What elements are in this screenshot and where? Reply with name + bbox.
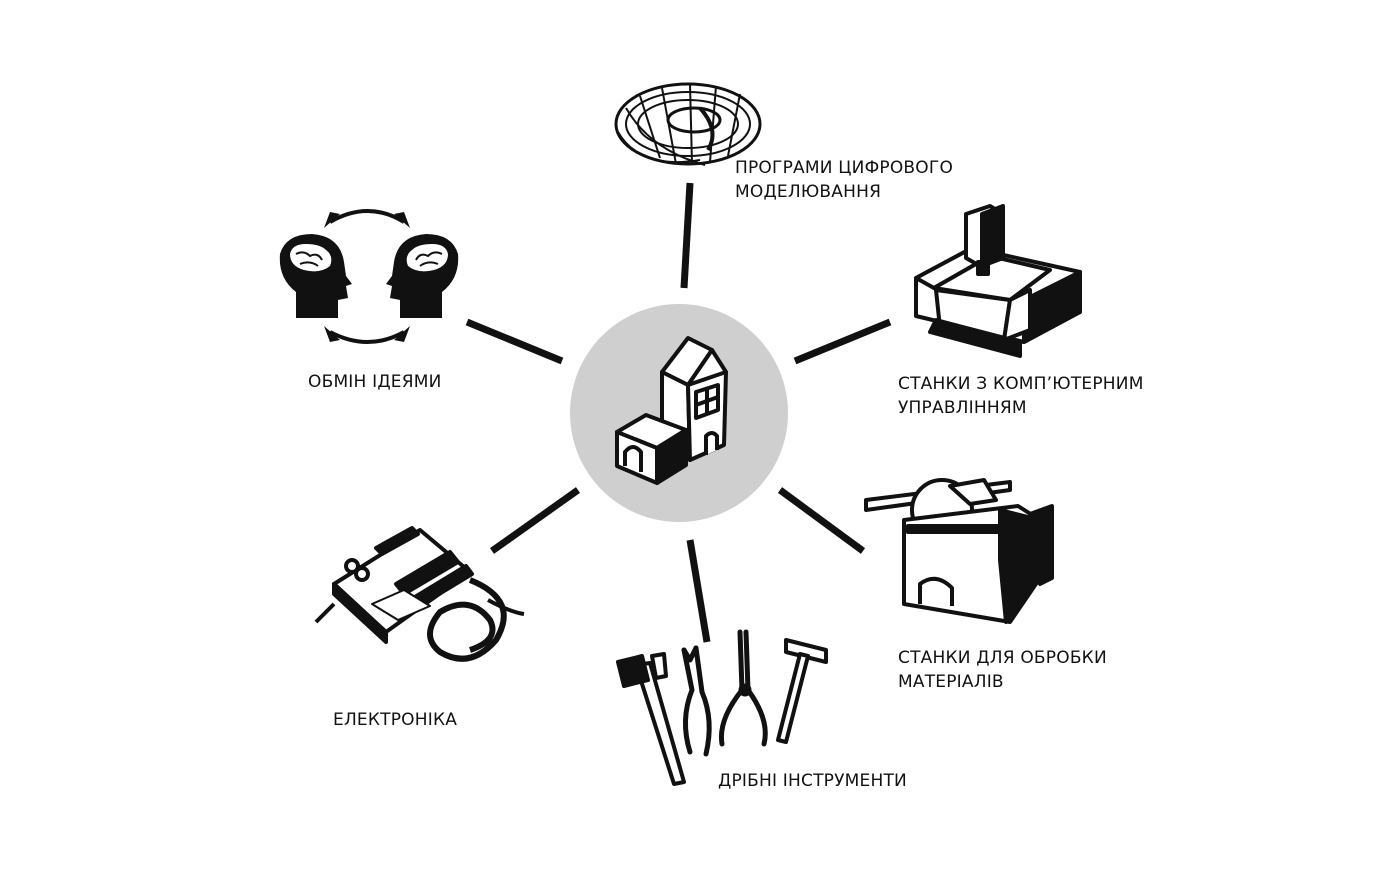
label-hand-tools: ДРІБНІ ІНСТРУМЕНТИ [718, 769, 907, 793]
cnc-machine-icon [914, 204, 1082, 358]
label-electronics-line-1: ЕЛЕКТРОНІКА [333, 710, 458, 730]
hand-tools-icon [616, 629, 828, 786]
label-digital-modeling-line-1: ПРОГРАМИ ЦИФРОВОГО [735, 158, 954, 178]
table-saw-icon [864, 478, 1054, 624]
label-cnc-machines-line-1: СТАНКИ З КОМП’ЮТЕРНИМ [898, 374, 1144, 394]
two-heads-exchange-icon [279, 209, 459, 344]
label-cnc-machines-line-2: УПРАВЛІННЯМ [898, 398, 1027, 418]
connector-cnc-machines [793, 318, 892, 365]
label-processing-machines-line-1: СТАНКИ ДЛЯ ОБРОБКИ [898, 648, 1107, 668]
label-idea-exchange-line-1: ОБМІН ІДЕЯМИ [308, 372, 442, 392]
connector-hand-tools [686, 539, 711, 643]
label-idea-exchange: ОБМІН ІДЕЯМИ [308, 370, 442, 394]
label-digital-modeling: ПРОГРАМИ ЦИФРОВОГО МОДЕЛЮВАННЯ [735, 156, 953, 204]
label-electronics: ЕЛЕКТРОНІКА [333, 708, 457, 732]
label-hand-tools-line-1: ДРІБНІ ІНСТРУМЕНТИ [718, 771, 907, 791]
label-digital-modeling-line-2: МОДЕЛЮВАННЯ [735, 182, 882, 202]
connector-digital-modeling [680, 182, 694, 289]
connector-electronics [489, 487, 581, 554]
connector-processing-machines [777, 487, 866, 554]
label-cnc-machines: СТАНКИ З КОМП’ЮТЕРНИМ УПРАВЛІННЯМ [898, 372, 1144, 420]
connector-idea-exchange [465, 318, 564, 365]
connector-lines [465, 182, 892, 643]
circuit-board-icon [314, 526, 525, 662]
label-processing-machines: СТАНКИ ДЛЯ ОБРОБКИ МАТЕРІАЛІВ [898, 646, 1107, 694]
hub [570, 304, 788, 522]
torus-wireframe-icon [614, 82, 762, 166]
building-icon [615, 336, 728, 485]
label-processing-machines-line-2: МАТЕРІАЛІВ [898, 672, 1004, 692]
